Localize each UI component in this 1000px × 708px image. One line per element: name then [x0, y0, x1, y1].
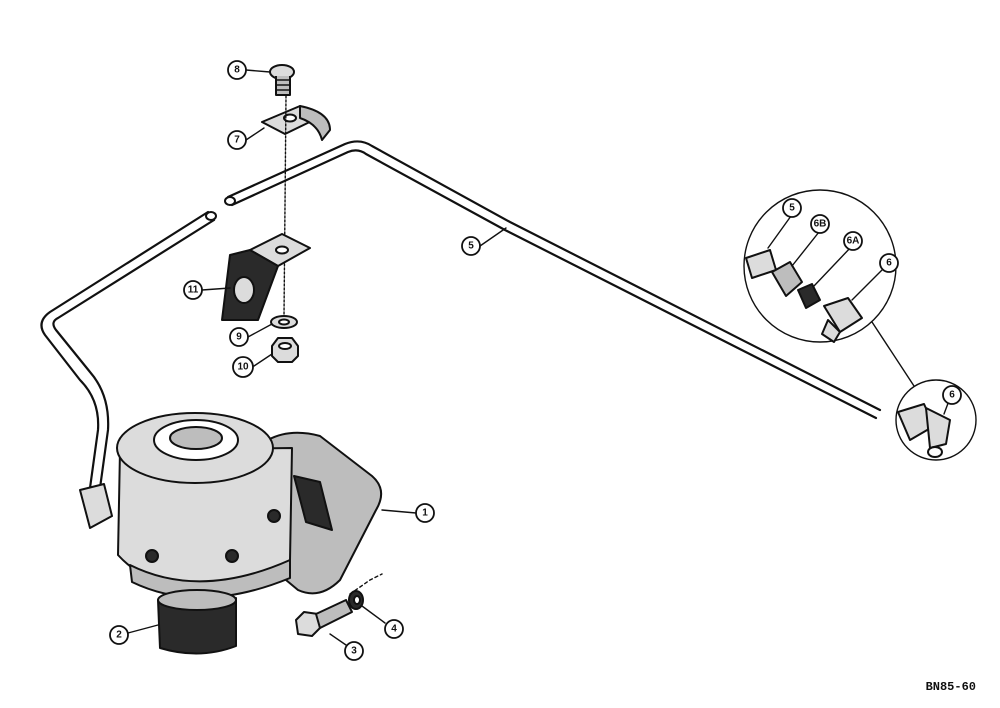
svg-text:8: 8 [234, 65, 240, 76]
callout-6-inset: 6 [879, 253, 899, 273]
svg-text:3: 3 [351, 646, 357, 657]
svg-text:10: 10 [237, 362, 249, 373]
callout-8: 8 [227, 60, 247, 80]
screw-8 [269, 64, 295, 96]
nut-10 [271, 337, 299, 363]
lockwasher-4 [348, 590, 364, 610]
callout-9: 9 [229, 327, 249, 347]
svg-text:2: 2 [116, 630, 122, 641]
fuel-line [40, 140, 882, 490]
washer-9 [270, 315, 298, 329]
svg-text:6B: 6B [814, 219, 827, 230]
svg-text:5: 5 [468, 241, 474, 252]
elbow-fitting-6 [897, 403, 951, 458]
svg-text:6: 6 [949, 390, 955, 401]
callout-6b: 6B [810, 214, 830, 234]
svg-text:9: 9 [236, 332, 242, 343]
svg-text:7: 7 [234, 135, 240, 146]
callout-1: 1 [415, 503, 435, 523]
fuel-pump [79, 412, 383, 655]
clip-7 [261, 105, 331, 141]
callout-2: 2 [109, 625, 129, 645]
svg-text:11: 11 [188, 285, 199, 296]
callout-5: 5 [461, 236, 481, 256]
callout-6-fitting: 6 [942, 385, 962, 405]
leader-lines [127, 69, 951, 646]
svg-text:4: 4 [391, 624, 397, 635]
callout-3: 3 [344, 641, 364, 661]
bolt-3 [295, 599, 353, 637]
svg-text:6: 6 [886, 258, 892, 269]
drawing-code: BN85-60 [925, 680, 976, 694]
svg-text:5: 5 [789, 203, 795, 214]
svg-text:1: 1 [422, 508, 428, 519]
callout-4: 4 [384, 619, 404, 639]
bracket-11 [221, 233, 311, 321]
callout-6a: 6A [843, 231, 863, 251]
svg-text:6A: 6A [847, 236, 860, 247]
callout-11: 11 [183, 280, 203, 300]
callout-5-inset: 5 [782, 198, 802, 218]
callout-7: 7 [227, 130, 247, 150]
detail-inset [743, 189, 977, 461]
callout-10: 10 [232, 356, 254, 378]
